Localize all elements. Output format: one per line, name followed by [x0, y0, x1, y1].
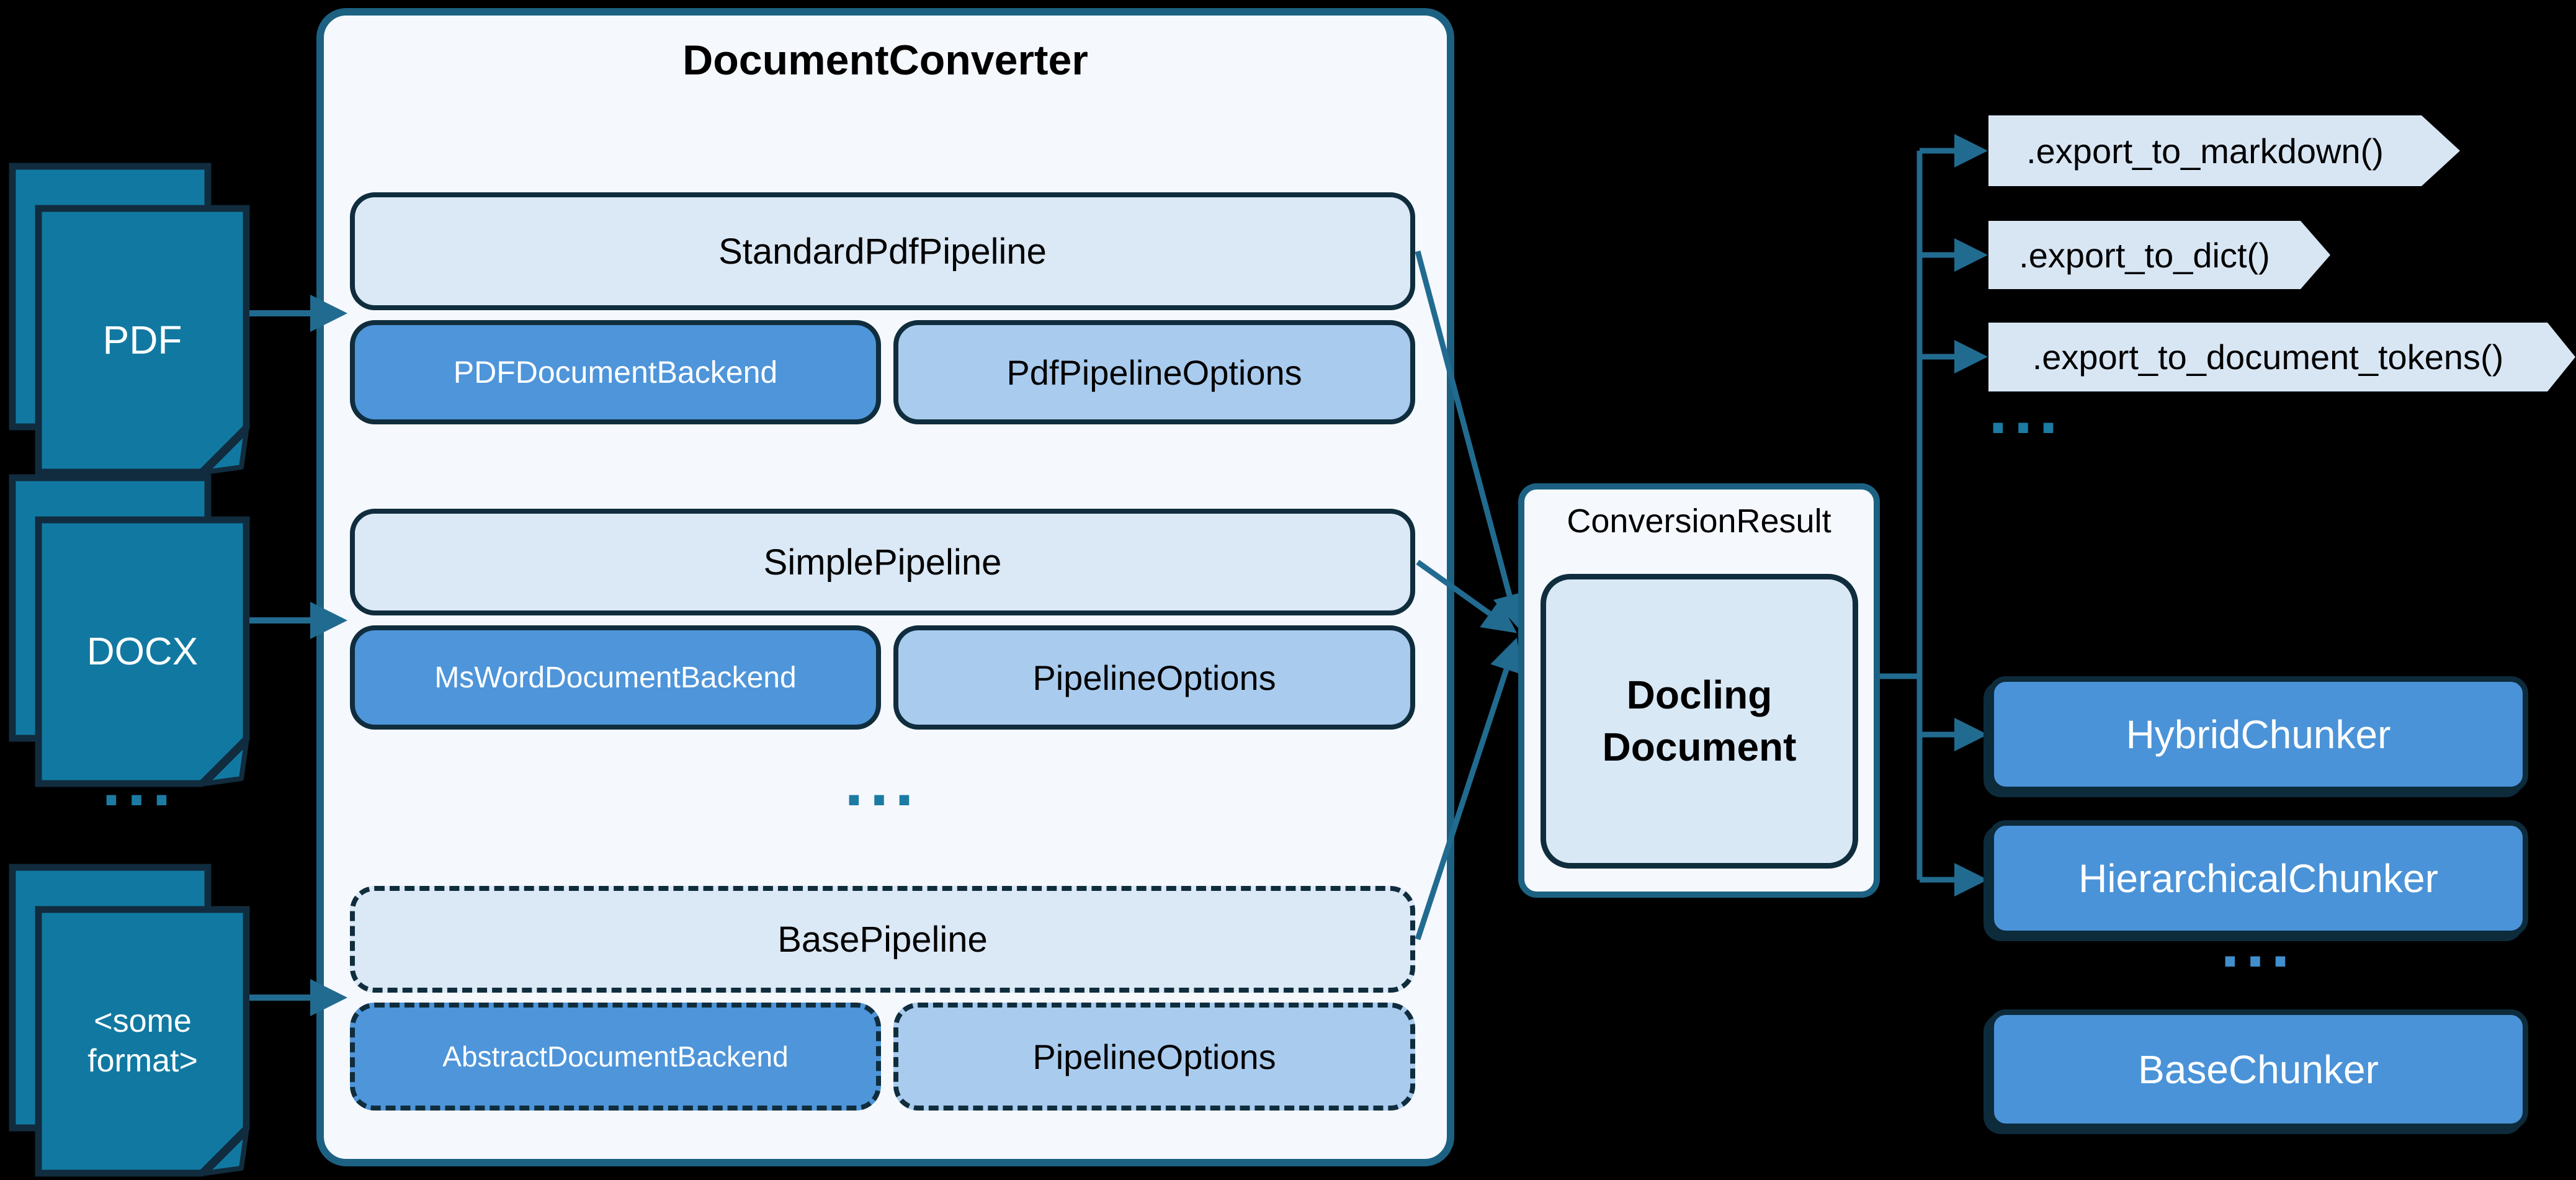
hierarchical-chunker-box: HierarchicalChunker	[1988, 820, 2528, 936]
base-chunker-box: BaseChunker	[1988, 1009, 2528, 1129]
options-pdf-pipeline: PdfPipelineOptions	[893, 320, 1415, 424]
export-to-document-tokens-chevron: .export_to_document_tokens()	[1988, 323, 2575, 391]
pipeline-base: BasePipeline	[350, 886, 1415, 993]
options-base-pipeline: PipelineOptions	[893, 1003, 1415, 1111]
export-to-dict-chevron: .export_to_dict()	[1988, 221, 2330, 289]
pipeline-simple: SimplePipeline	[350, 509, 1415, 615]
some-format-input-label: <some format>	[87, 1003, 198, 1079]
input-arrows	[249, 295, 347, 1016]
chunkers-ellipsis: ...	[2220, 905, 2296, 981]
backend-msword-document: MsWordDocumentBackend	[350, 625, 881, 730]
backend-abstract-document: AbstractDocumentBackend	[350, 1003, 881, 1111]
options-pipeline: PipelineOptions	[893, 625, 1415, 730]
export-to-markdown-chevron: .export_to_markdown()	[1988, 115, 2460, 186]
pdf-input-label: PDF	[102, 318, 182, 363]
conversion-result-label: ConversionResult	[1567, 503, 1831, 540]
exports-ellipsis: ...	[1988, 371, 2064, 448]
docling-document-box: Docling Document	[1541, 574, 1858, 869]
backend-pdf-document: PDFDocumentBackend	[350, 320, 881, 424]
document-converter-title: DocumentConverter	[682, 37, 1088, 84]
hybrid-chunker-box: HybridChunker	[1988, 676, 2528, 792]
pipelines-ellipsis: ...	[844, 743, 920, 820]
pipeline-standard-pdf: StandardPdfPipeline	[350, 192, 1415, 310]
inputs-ellipsis: ...	[102, 743, 177, 820]
